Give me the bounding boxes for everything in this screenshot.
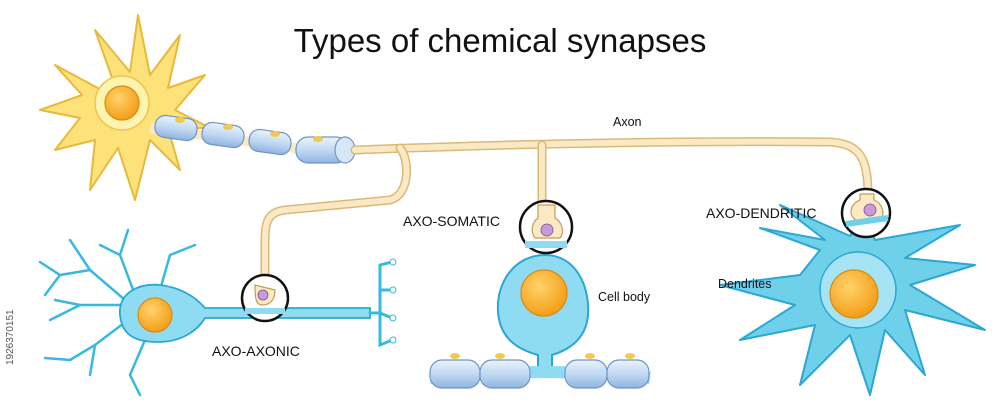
axo-somatic-nucleus (520, 269, 568, 317)
synapse-axo-somatic (518, 199, 574, 255)
label-axon: Axon (613, 115, 642, 129)
axo-somatic-myelin (429, 353, 650, 389)
synapse-axo-axonic (240, 273, 290, 323)
axo-dendritic-nucleus (829, 269, 879, 319)
presynaptic-myelin-sheath (149, 114, 356, 164)
axo-axonic-nucleus (137, 297, 173, 333)
label-axo-dendritic: AXO-DENDRITIC (706, 205, 816, 221)
presynaptic-nucleus (104, 85, 140, 121)
axo-axonic-neuron (38, 228, 397, 397)
label-cell-body: Cell body (598, 290, 651, 304)
label-dendrites: Dendrites (718, 277, 772, 291)
stock-id: 1926370151 (5, 309, 16, 365)
presynaptic-neuron (39, 14, 211, 201)
axo-dendritic-neuron (719, 204, 986, 396)
label-axo-somatic: AXO-SOMATIC (403, 213, 500, 229)
synapse-axo-dendritic (840, 187, 892, 239)
axo-somatic-neuron (429, 253, 651, 389)
page-title: Types of chemical synapses (294, 22, 707, 59)
axon-branches (260, 137, 873, 290)
label-axo-axonic: AXO-AXONIC (212, 343, 300, 359)
